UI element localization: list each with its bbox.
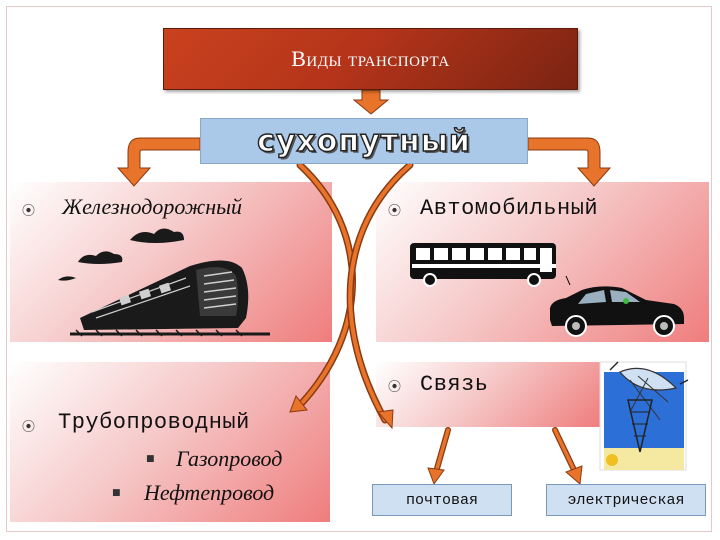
electric-label: электрическая [567,491,685,509]
pipe-panel [10,362,330,522]
land-transport-box: сухопутный [200,118,528,164]
bus-icon [410,243,556,287]
slide-frame [6,6,712,532]
postal-box: почтовая [372,484,512,516]
electric-arrow [552,427,583,485]
rail-label: Железнодорожный [62,194,243,219]
right-elbow-arrow [527,137,612,187]
pipe-bullet-icon: ⦿ [22,420,36,435]
comm-curve-arrow [346,161,414,430]
pipe-label: Трубопроводный [58,410,250,435]
train-icon [58,228,270,337]
land-transport-text: сухопутный [256,123,471,159]
title-box: Виды транспорта [163,28,578,90]
auto-bullet-icon: ⦿ [388,204,402,219]
comm-panel [376,362,601,427]
oil-bullet-icon: ■ [112,488,121,498]
auto-label: Автомобильный [420,196,599,221]
title-down-arrow [352,89,390,115]
car-icon [550,275,684,337]
postal-label: почтовая [405,491,478,509]
electric-box: электрическая [546,484,706,516]
post-arrow [427,427,451,486]
title-text: Виды транспорта [291,46,450,71]
antenna-icon [599,361,689,471]
gas-bullet-icon: ■ [146,454,155,464]
comm-label: Связь [420,372,489,397]
comm-bullet-icon: ⦿ [388,380,402,395]
left-elbow-arrow [116,137,201,187]
oil-pipeline-label: Нефтепровод [144,480,275,505]
gas-pipeline-label: Газопровод [176,446,283,471]
pipe-curve-arrow [289,161,356,413]
rail-bullet-icon: ⦿ [22,204,36,219]
